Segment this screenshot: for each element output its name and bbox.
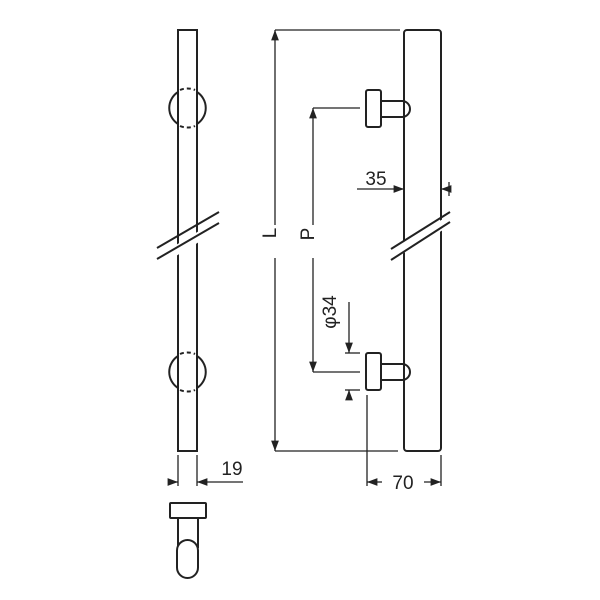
break-line — [156, 211, 220, 249]
side-view — [156, 29, 220, 452]
mount-circle-top — [168, 87, 207, 129]
label-pitch: P — [298, 228, 319, 241]
mount-circle-bottom — [168, 351, 207, 393]
break-line — [390, 211, 451, 250]
label-diameter: φ34 — [320, 295, 341, 329]
end-view — [169, 502, 207, 579]
standoff-top — [365, 89, 411, 128]
dimensions — [167, 29, 452, 486]
label-bar-width: 19 — [221, 459, 242, 480]
break-line — [156, 222, 220, 260]
break-line — [390, 221, 451, 261]
label-projection: 70 — [392, 473, 413, 494]
label-offset: 35 — [365, 169, 386, 190]
standoff-bottom — [365, 352, 411, 391]
label-length: L — [260, 228, 281, 239]
front-view — [365, 29, 451, 452]
